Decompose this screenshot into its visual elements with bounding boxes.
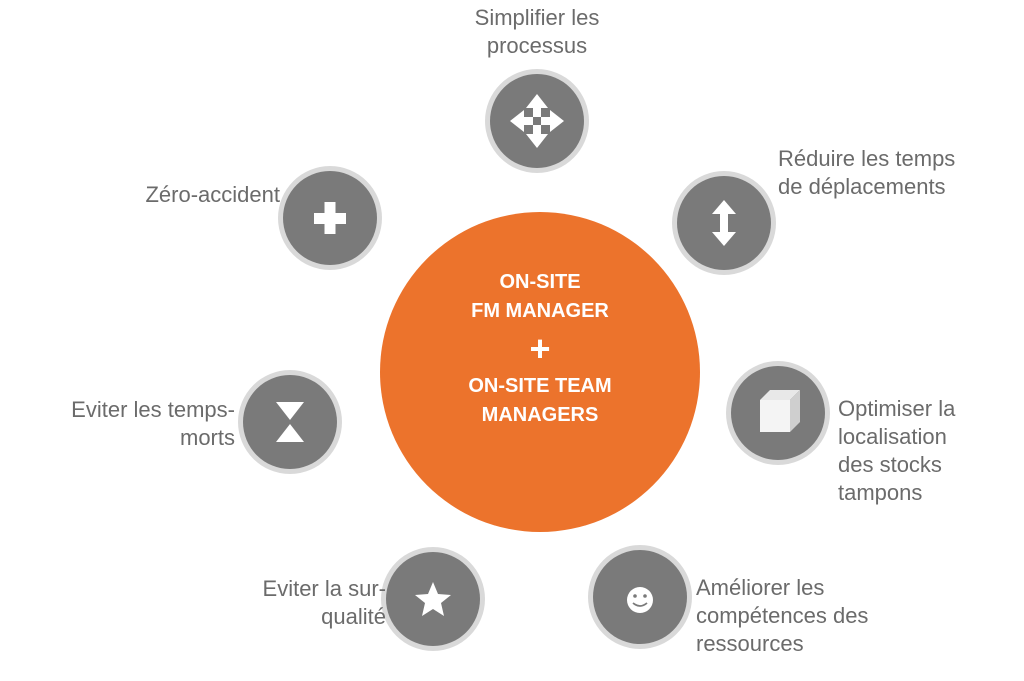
label-line: Optimiser la bbox=[838, 396, 956, 421]
label-line: des stocks bbox=[838, 452, 942, 477]
label-eviter-surqualite: Eviter la sur- qualité bbox=[263, 575, 386, 631]
node-eviter-surqualite bbox=[381, 547, 485, 651]
plus-icon bbox=[314, 202, 346, 234]
hub-line-4: MANAGERS bbox=[481, 404, 599, 426]
label-line: Réduire les temps bbox=[778, 146, 956, 171]
label-simplifier-processus: Simplifier les processus bbox=[437, 4, 637, 60]
label-reduire-deplacements: Réduire les temps de déplacements bbox=[778, 145, 955, 201]
label-line: compétences des bbox=[696, 603, 869, 628]
smiley-icon bbox=[627, 587, 653, 613]
cube-icon bbox=[760, 390, 800, 432]
label-line: processus bbox=[486, 33, 588, 58]
label-line: qualité bbox=[321, 604, 386, 629]
label-line: Simplifier les bbox=[474, 5, 600, 30]
hub-line-1: ON-SITE bbox=[499, 271, 581, 293]
node-eviter-temps-morts bbox=[238, 370, 342, 474]
hub-plus-sign: + bbox=[529, 328, 551, 369]
hourglass-icon bbox=[276, 402, 304, 442]
label-line: morts bbox=[180, 425, 235, 450]
node-optimiser-stocks bbox=[726, 361, 830, 465]
label-line: Eviter les temps- bbox=[71, 397, 235, 422]
label-line: ressources bbox=[696, 631, 804, 656]
hub-label: ON-SITE FM MANAGER + ON-SITE TEAM MANAGE… bbox=[380, 268, 700, 430]
label-line: Eviter la sur- bbox=[262, 576, 386, 601]
node-reduire-deplacements bbox=[672, 171, 776, 275]
label-line: Améliorer les bbox=[696, 575, 825, 600]
label-line: de déplacements bbox=[778, 174, 946, 199]
hub-circle bbox=[380, 212, 700, 532]
label-ameliorer-competences: Améliorer les compétences des ressources bbox=[696, 574, 868, 658]
node-ameliorer-competences bbox=[588, 545, 692, 649]
label-line: Zéro-accident bbox=[145, 182, 280, 207]
star-icon bbox=[415, 582, 451, 616]
label-line: tampons bbox=[838, 480, 923, 505]
hub-line-3: ON-SITE TEAM bbox=[468, 375, 612, 397]
hub-line-2: FM MANAGER bbox=[471, 300, 609, 322]
label-eviter-temps-morts: Eviter les temps- morts bbox=[71, 396, 235, 452]
label-line: localisation bbox=[838, 424, 947, 449]
node-simplifier-processus bbox=[485, 69, 589, 173]
node-zero-accident bbox=[278, 166, 382, 270]
vertical-arrow-icon bbox=[712, 200, 736, 246]
four-arrows-icon bbox=[510, 94, 564, 148]
label-zero-accident: Zéro-accident bbox=[145, 181, 280, 209]
label-optimiser-stocks: Optimiser la localisation des stocks tam… bbox=[838, 395, 955, 507]
